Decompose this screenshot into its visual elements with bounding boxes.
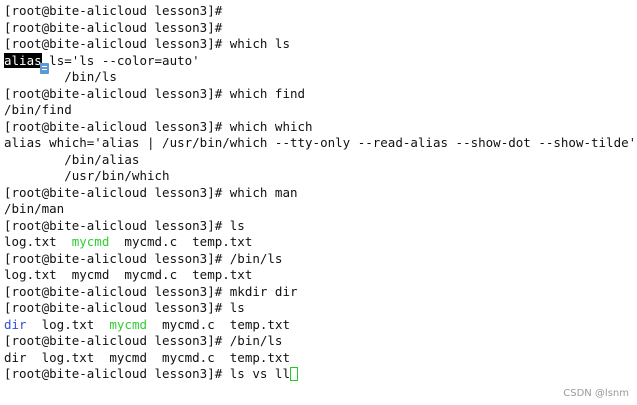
terminal-line: [root@bite-alicloud lesson3]# /bin/ls xyxy=(4,333,636,350)
executable-file-name: mycmd xyxy=(71,234,110,249)
terminal-line: [root@bite-alicloud lesson3]# which whic… xyxy=(4,119,636,136)
directory-name: dir xyxy=(4,316,27,332)
terminal-text: ls='ls --color=auto' xyxy=(41,52,200,68)
text-cursor xyxy=(289,367,298,381)
terminal-line: /bin/find xyxy=(4,102,636,119)
terminal-text: mycmd.c temp.txt xyxy=(109,234,253,249)
terminal-text: /bin/find xyxy=(4,102,72,117)
terminal-line: [root@bite-alicloud lesson3]# ls xyxy=(4,218,636,235)
terminal-text: [root@bite-alicloud lesson3]# xyxy=(4,3,223,18)
terminal-line: /usr/bin/which xyxy=(4,168,636,185)
terminal-text: [root@bite-alicloud lesson3]# ls xyxy=(4,300,245,315)
terminal-text: /bin/man xyxy=(4,201,65,216)
terminal-text: [root@bite-alicloud lesson3]# which whic… xyxy=(4,118,313,134)
terminal-text: [root@bite-alicloud lesson3]# ls xyxy=(4,217,245,233)
terminal-line: /bin/ls xyxy=(4,69,636,86)
terminal-line: log.txt mycmd mycmd.c temp.txt xyxy=(4,234,636,251)
terminal-line: [root@bite-alicloud lesson3]# xyxy=(4,20,636,37)
terminal-text: /usr/bin/which xyxy=(4,168,170,183)
terminal-text: [root@bite-alicloud lesson3]# /bin/ls xyxy=(4,250,283,266)
terminal-text: /bin/alias xyxy=(4,151,140,167)
terminal-line: log.txt mycmd mycmd.c temp.txt xyxy=(4,267,636,284)
terminal-line: [root@bite-alicloud lesson3]# xyxy=(4,3,636,20)
terminal-line: [root@bite-alicloud lesson3]# which man xyxy=(4,185,636,202)
terminal-text: [root@bite-alicloud lesson3]# ls vs ll xyxy=(4,366,290,381)
terminal-line: [root@bite-alicloud lesson3]# ls xyxy=(4,300,636,317)
terminal-line: [root@bite-alicloud lesson3]# mkdir dir xyxy=(4,284,636,301)
watermark: CSDN @lsnm xyxy=(563,388,629,399)
terminal-line: [root@bite-alicloud lesson3]# which find xyxy=(4,86,636,103)
terminal-text: log.txt xyxy=(26,316,110,332)
terminal-line: /bin/alias xyxy=(4,152,636,169)
terminal-line: dir log.txt mycmd mycmd.c temp.txt xyxy=(4,317,636,334)
terminal-text: [root@bite-alicloud lesson3]# xyxy=(4,19,223,35)
terminal-line: alias which='alias | /usr/bin/which --tt… xyxy=(4,135,636,152)
terminal-text: alias which='alias | /usr/bin/which --tt… xyxy=(4,135,637,150)
terminal-line: dir log.txt mycmd mycmd.c temp.txt xyxy=(4,350,636,367)
terminal-text: [root@bite-alicloud lesson3]# which ls xyxy=(4,36,290,51)
terminal-text: dir log.txt mycmd mycmd.c temp.txt xyxy=(4,349,290,365)
terminal-text: [root@bite-alicloud lesson3]# which man xyxy=(4,184,298,200)
terminal-line: [root@bite-alicloud lesson3]# /bin/ls xyxy=(4,251,636,268)
terminal-output: [root@bite-alicloud lesson3]#[root@bite-… xyxy=(4,3,636,383)
terminal-text: [root@bite-alicloud lesson3]# which find xyxy=(4,85,306,101)
terminal-text: /bin/ls xyxy=(4,69,117,84)
executable-file-name: mycmd xyxy=(109,316,148,332)
terminal-line: [root@bite-alicloud lesson3]# which ls xyxy=(4,36,636,53)
note-icon xyxy=(40,63,49,74)
terminal-text: [root@bite-alicloud lesson3]# /bin/ls xyxy=(4,333,283,348)
terminal-text: mycmd.c temp.txt xyxy=(147,316,291,332)
selected-text: alias xyxy=(4,52,42,68)
terminal-text: log.txt mycmd mycmd.c temp.txt xyxy=(4,267,253,282)
terminal-line: /bin/man xyxy=(4,201,636,218)
terminal-text: log.txt xyxy=(4,234,72,249)
terminal-line: alias ls='ls --color=auto' xyxy=(4,52,636,70)
terminal-text: [root@bite-alicloud lesson3]# mkdir dir xyxy=(4,283,298,299)
terminal-line: [root@bite-alicloud lesson3]# ls vs ll xyxy=(4,366,636,383)
